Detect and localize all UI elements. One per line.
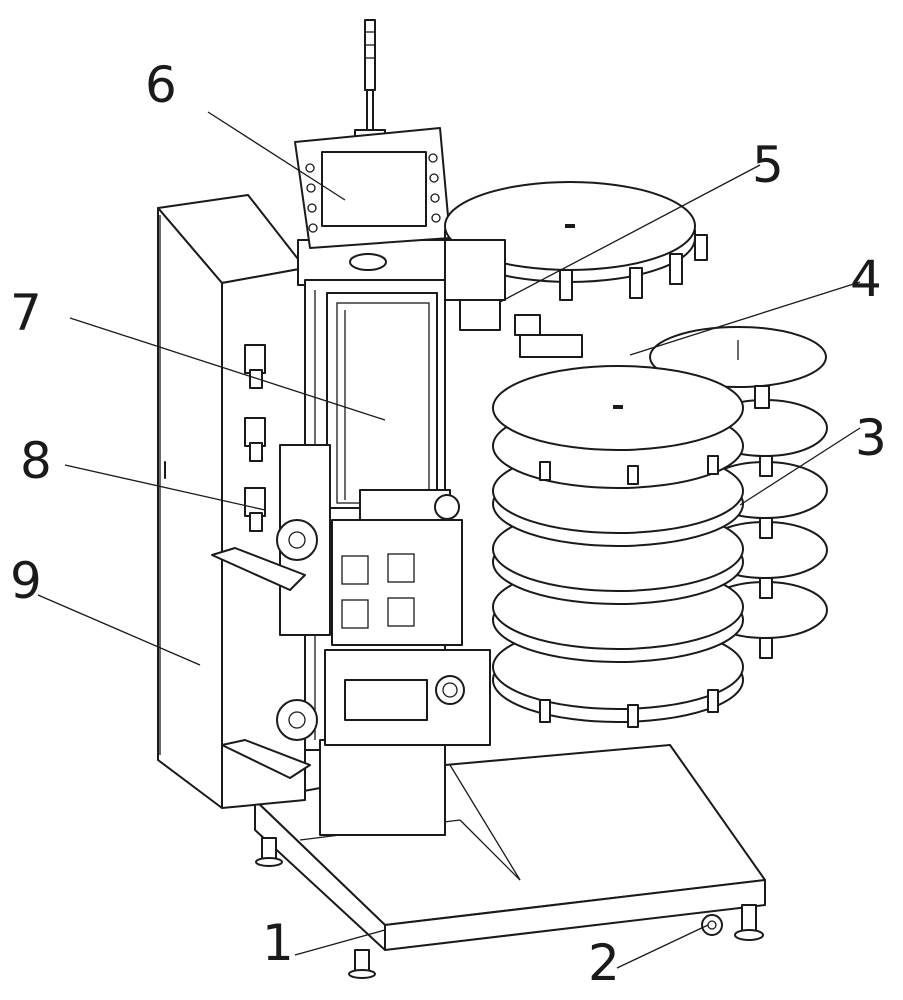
label-9: 9	[10, 552, 42, 610]
touch-screen	[294, 19, 451, 271]
work-module	[324, 489, 491, 746]
main-disc-stack	[492, 365, 744, 728]
label-8: 8	[20, 432, 52, 490]
cover-panel	[326, 292, 438, 509]
label-3: 3	[855, 409, 887, 467]
feet	[255, 837, 764, 979]
label-1: 1	[262, 914, 294, 972]
leader-lines	[37, 111, 861, 969]
label-7: 7	[10, 284, 42, 342]
reel-lower	[221, 699, 318, 779]
electric-cabinet	[157, 194, 306, 809]
label-4: 4	[850, 250, 882, 308]
label-5: 5	[752, 136, 784, 194]
cabinet-switches	[244, 344, 266, 532]
label-6: 6	[145, 56, 177, 114]
reel-upper	[211, 444, 331, 636]
top-tray	[444, 181, 708, 358]
label-2: 2	[588, 934, 620, 992]
